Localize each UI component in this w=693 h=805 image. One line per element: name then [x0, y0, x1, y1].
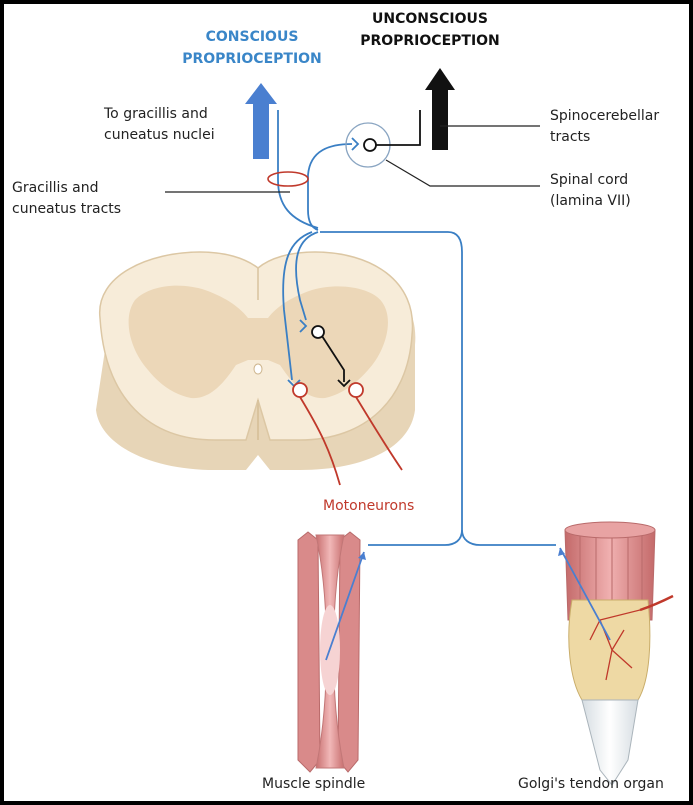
lamina-neuron-axon [376, 110, 420, 145]
motoneuron-left [293, 383, 307, 397]
dorsal-column-fiber [278, 110, 318, 228]
tract-ring-marker [268, 172, 308, 186]
motoneuron-right [349, 383, 363, 397]
lamina-leader [386, 160, 540, 186]
motoneurons-label: Motoneurons [323, 498, 414, 514]
spinocerebellar-label: Spinocerebellar tracts [550, 106, 685, 148]
lamina-synapse [352, 138, 358, 150]
conscious-proprioception-label: CONSCIOUS PROPRIOCEPTION [172, 26, 332, 70]
golgi-tendon-organ-label: Golgi's tendon organ [518, 774, 664, 795]
unconscious-proprioception-label: UNCONSCIOUS PROPRIOCEPTION [350, 8, 510, 52]
spinal-cord-lamina-label: Spinal cord (lamina VII) [550, 170, 685, 212]
conscious-arrow-icon [245, 83, 277, 159]
muscle-spindle-label: Muscle spindle [262, 774, 365, 795]
unconscious-arrow-icon [425, 68, 455, 150]
gracillis-tracts-label: Gracillis and cuneatus tracts [12, 178, 162, 220]
golgi-afferent [462, 530, 556, 545]
muscle-spindle-illustration [298, 532, 366, 772]
central-canal [254, 364, 262, 374]
lamina-neuron [364, 139, 376, 151]
to-nuclei-label: To gracillis and cuneatus nuclei [104, 104, 244, 146]
golgi-tendon-illustration [558, 522, 673, 785]
spinocerebellar-collateral [308, 144, 352, 230]
spinal-cord-section [96, 252, 415, 470]
